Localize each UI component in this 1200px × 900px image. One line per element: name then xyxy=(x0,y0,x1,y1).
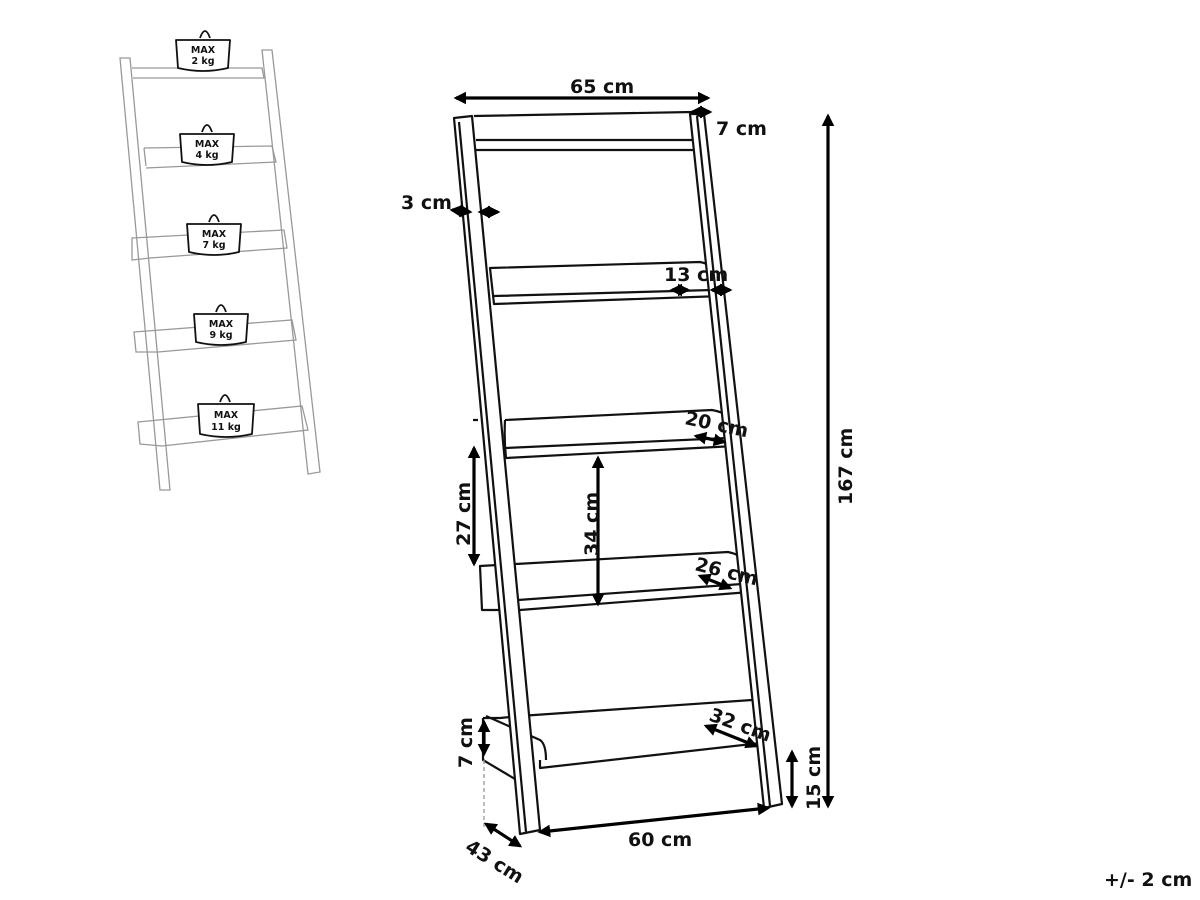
svg-text:MAX: MAX xyxy=(209,319,234,330)
svg-text:11 kg: 11 kg xyxy=(211,422,241,433)
svg-text:MAX: MAX xyxy=(214,410,239,421)
svg-text:7 kg: 7 kg xyxy=(202,240,225,251)
total-height-label: 167 cm xyxy=(835,428,857,505)
svg-text:9 kg: 9 kg xyxy=(209,330,232,341)
base-width-label: 60 cm xyxy=(628,829,692,851)
bottom-clearance-label: 15 cm xyxy=(803,746,825,810)
shelf2-depth-label: 13 cm xyxy=(664,264,728,286)
svg-text:MAX: MAX xyxy=(191,45,216,56)
svg-text:2 kg: 2 kg xyxy=(191,56,214,67)
dimension-arrows xyxy=(449,91,835,848)
shelf3-depth-label: 20 cm xyxy=(683,407,750,442)
top-shelf xyxy=(473,110,706,152)
weight-max-11kg: MAX 11 kg xyxy=(197,394,255,438)
total-width-label: 65 cm xyxy=(570,76,634,98)
side-gap-label: 27 cm xyxy=(453,482,475,546)
weight-max-4kg: MAX 4 kg xyxy=(179,124,235,166)
weight-max-9kg: MAX 9 kg xyxy=(193,304,249,346)
rail-thickness-label: 3 cm xyxy=(401,192,452,214)
shelf-lip-height-label: 7 cm xyxy=(455,717,477,768)
svg-text:4 kg: 4 kg xyxy=(195,150,218,161)
tolerance-note: +/- 2 cm xyxy=(1104,869,1192,891)
weight-max-7kg: MAX 7 kg xyxy=(186,214,242,256)
dimension-labels: 65 cm 7 cm 3 cm 13 cm 20 cm 34 cm 27 cm … xyxy=(401,76,1192,891)
svg-text:MAX: MAX xyxy=(202,229,227,240)
load-capacity-preview: MAX 2 kg MAX 4 kg MAX 7 kg MAX 9 kg MAX … xyxy=(119,30,321,491)
weight-max-2kg: MAX 2 kg xyxy=(175,30,231,72)
shelf-spacing-label: 34 cm xyxy=(581,492,603,556)
svg-text:MAX: MAX xyxy=(195,139,220,150)
top-shelf-depth-label: 7 cm xyxy=(716,118,767,140)
